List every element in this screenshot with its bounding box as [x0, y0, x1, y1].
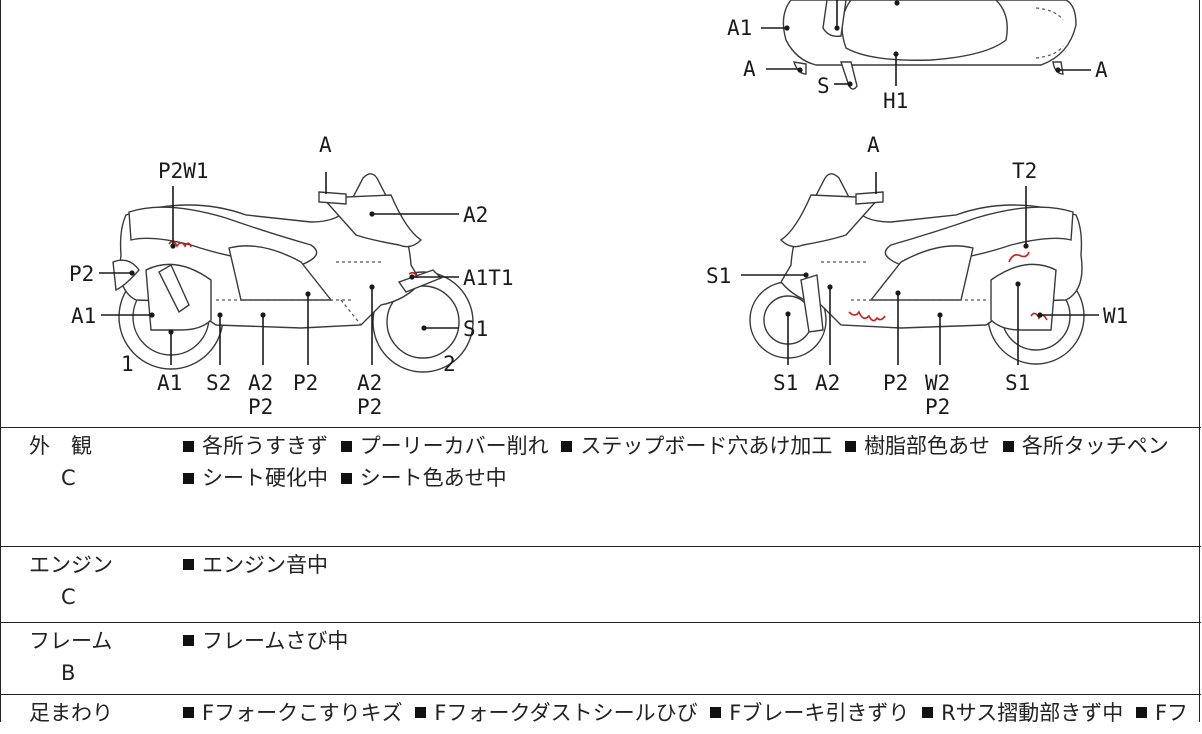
label-left-1: 1: [121, 352, 134, 376]
damage-mark-right-step: [848, 310, 886, 322]
condition-row-suspension: 足まわり Fフォークこすりキズ Fフォークダストシールひび Fブレーキ引きずり …: [1, 694, 1201, 734]
label-right-bottom-s1b: S1: [1005, 371, 1030, 395]
bullet-square-icon: [183, 707, 194, 718]
bullet-square-icon: [183, 559, 194, 570]
label-left-bottom-p2a: P2: [248, 395, 273, 419]
category-grade: B: [61, 660, 76, 685]
condition-row-engine: エンジン C エンジン音中: [1, 546, 1201, 622]
bullet-square-icon: [415, 707, 427, 718]
bullet-square-icon: [340, 472, 352, 484]
label-left-bottom-p2b: P2: [357, 395, 382, 419]
label-right-bottom-a2: A2: [815, 371, 840, 395]
condition-item: Fフォークダストシールひび: [409, 701, 698, 725]
damage-mark-right-tail: [1008, 251, 1030, 263]
label-left-a2: A2: [463, 203, 488, 227]
condition-item: 各所うすきず: [177, 434, 328, 458]
condition-row-frame: フレーム B フレームさび中: [1, 622, 1201, 694]
top-view-markers: [761, 0, 1091, 87]
condition-item: 各所タッチペン: [997, 434, 1169, 458]
category-name: フレーム: [29, 628, 113, 653]
category-name: 足まわり: [29, 700, 113, 725]
label-left-a: A: [319, 133, 332, 157]
diagram-svg: A1 A S H1 A: [69, 0, 1128, 419]
label-left-bottom-p2: P2: [293, 371, 318, 395]
label-left-s1: S1: [463, 317, 488, 341]
left-side-markers: [99, 186, 459, 365]
condition-item: シート硬化中: [177, 466, 328, 490]
category-cell: 足まわり: [1, 694, 176, 734]
bullet-square-icon: [183, 472, 194, 484]
label-right-w1: W1: [1103, 304, 1128, 328]
category-cell: 外 観 C: [1, 428, 176, 546]
category-grade: C: [61, 584, 76, 609]
damage-mark-right-wheel: [1030, 312, 1048, 321]
bullet-square-icon: [340, 440, 352, 452]
label-right-bottom-p2b: P2: [925, 395, 950, 419]
motorcycle-damage-diagram: A1 A S H1 A: [1, 0, 1201, 428]
bullet-square-icon: [845, 440, 857, 452]
label-right-bottom-s1: S1: [773, 371, 798, 395]
condition-item: シート色あせ中: [335, 466, 507, 490]
right-side-scooter: [749, 172, 1085, 365]
condition-table: 外 観 C 各所うすきず プーリーカバー削れ ステップボード穴あけ加工 樹脂部色…: [1, 428, 1201, 734]
bullet-square-icon: [183, 440, 194, 452]
label-left-p2: P2: [69, 262, 94, 286]
label-top-a-right: A: [1095, 58, 1108, 82]
bullet-square-icon: [1002, 440, 1014, 452]
right-side-markers: [741, 186, 1099, 365]
label-top-s: S: [817, 74, 830, 98]
label-right-bottom-w2: W2: [925, 371, 950, 395]
condition-item: 樹脂部色あせ: [839, 434, 990, 458]
bullet-square-icon: [710, 707, 722, 718]
label-right-t2: T2: [1012, 159, 1037, 183]
condition-item: Fブレーキ引きずり: [704, 701, 909, 725]
condition-item: Fフ: [1130, 701, 1188, 725]
label-left-a1-mid: A1: [71, 304, 96, 328]
category-cell: エンジン C: [1, 546, 176, 622]
label-left-bottom-s2: S2: [206, 371, 231, 395]
label-left-2: 2: [443, 352, 456, 376]
condition-item: エンジン音中: [177, 553, 328, 577]
condition-items: フレームさび中: [176, 622, 1201, 694]
condition-items: 各所うすきず プーリーカバー削れ ステップボード穴あけ加工 樹脂部色あせ 各所タ…: [176, 428, 1201, 546]
condition-items: Fフォークこすりキズ Fフォークダストシールひび Fブレーキ引きずり Rサス摺動…: [176, 694, 1201, 734]
condition-item: Fフォークこすりキズ: [177, 701, 403, 725]
category-grade: C: [61, 466, 76, 490]
condition-item: プーリーカバー削れ: [335, 434, 549, 458]
bullet-square-icon: [561, 440, 573, 452]
label-top-h1: H1: [883, 89, 908, 113]
bullet-square-icon: [183, 635, 194, 646]
category-cell: フレーム B: [1, 622, 176, 694]
bullet-square-icon: [922, 707, 934, 718]
label-left-bottom-a1: A1: [157, 371, 182, 395]
category-name: エンジン: [29, 552, 113, 577]
label-right-s1: S1: [706, 264, 731, 288]
label-right-a: A: [867, 133, 880, 157]
label-left-p2w1: P2W1: [158, 159, 209, 183]
label-right-bottom-p2: P2: [883, 371, 908, 395]
condition-item: ステップボード穴あけ加工: [555, 434, 832, 458]
label-top-a1: A1: [727, 16, 752, 40]
condition-item: フレームさび中: [177, 629, 348, 653]
label-left-bottom-a2b: A2: [357, 371, 382, 395]
label-top-a-left: A: [743, 57, 756, 81]
bullet-square-icon: [1135, 707, 1147, 718]
category-name: 外 観: [29, 434, 92, 458]
condition-items: エンジン音中: [176, 546, 1201, 622]
left-side-scooter: [112, 172, 474, 373]
condition-item: Rサス摺動部きず中: [916, 701, 1123, 725]
condition-row-exterior: 外 観 C 各所うすきず プーリーカバー削れ ステップボード穴あけ加工 樹脂部色…: [1, 428, 1201, 546]
label-left-bottom-a2: A2: [248, 371, 273, 395]
label-left-a1t1: A1T1: [463, 266, 514, 290]
